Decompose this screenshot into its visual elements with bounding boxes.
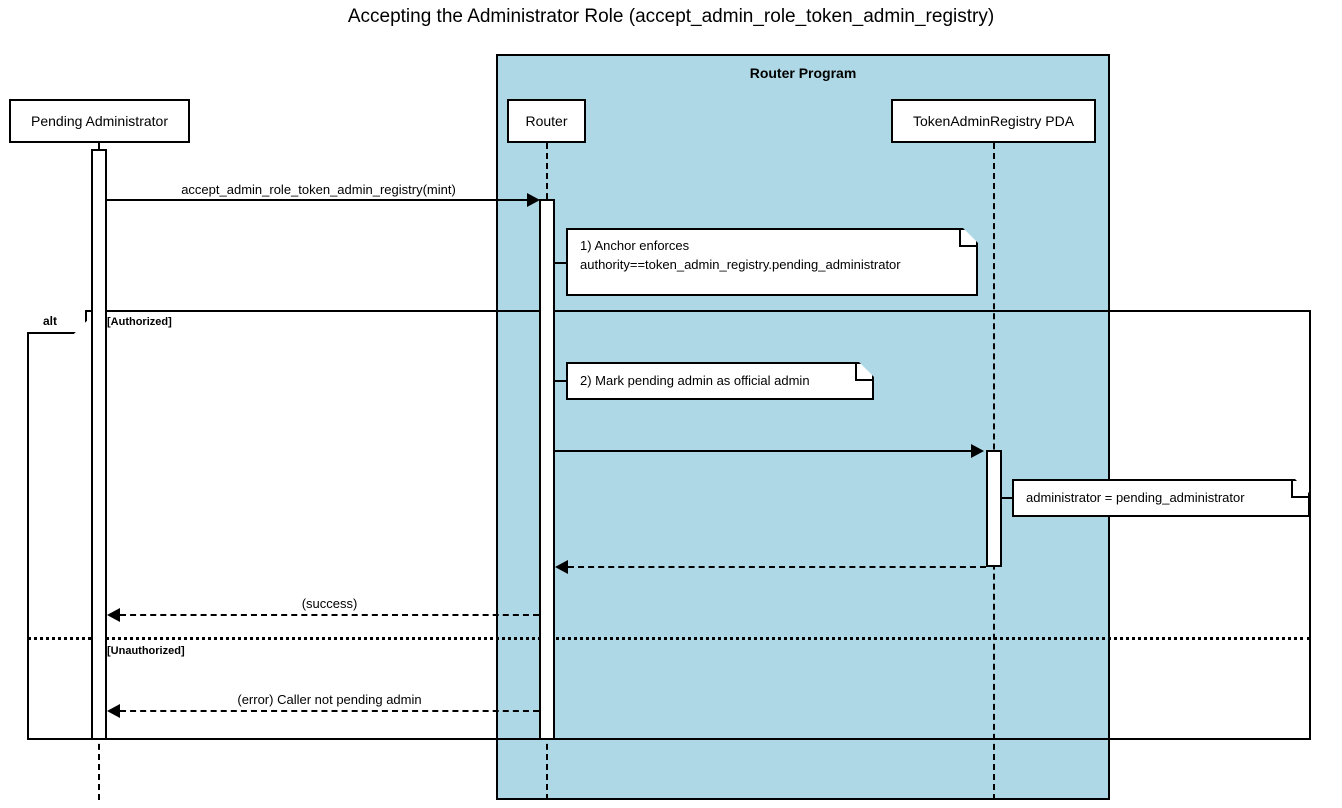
fragment-operator-tag: alt [27, 310, 87, 334]
message-label-m1: accept_admin_role_token_admin_registry(m… [181, 182, 456, 197]
note-line-2: authority==token_admin_registry.pending_… [580, 256, 901, 272]
note-fold-corner-icon [959, 230, 976, 247]
participant-label: TokenAdminRegistry PDA [912, 113, 1075, 129]
message-line-m5 [120, 710, 539, 712]
message-arrowhead-m3 [555, 560, 568, 574]
activation-pending-administrator [91, 149, 107, 740]
activation-token-admin-registry-pda [986, 450, 1002, 567]
message-arrowhead-m4 [107, 608, 120, 622]
note-line-1: 1) Anchor enforces [580, 238, 690, 253]
activation-router [539, 199, 555, 740]
participant-label: Pending Administrator [31, 113, 168, 129]
note-fold-corner-icon [1291, 481, 1308, 498]
note-administrator-assignment: administrator = pending_administrator [1012, 479, 1310, 517]
page-title: Accepting the Administrator Role (accept… [347, 6, 995, 27]
note-fold-corner-icon [855, 364, 872, 381]
message-label-m5: (error) Caller not pending admin [237, 692, 422, 707]
fragment-guard-unauthorized: [Unauthorized] [107, 645, 185, 657]
fragment-operator-label: alt [43, 314, 58, 328]
fragment-alt [27, 310, 1311, 740]
message-line-m1 [107, 199, 530, 201]
message-label-m4: (success) [301, 596, 358, 611]
message-line-m2 [555, 450, 974, 452]
message-arrowhead-m5 [107, 704, 120, 718]
participant-pending-administrator[interactable]: Pending Administrator [9, 99, 190, 143]
participant-router[interactable]: Router [507, 99, 586, 143]
message-line-m3 [568, 566, 986, 568]
group-box-title: Router Program [749, 65, 857, 81]
note-anchor-enforces: 1) Anchor enforces authority==token_admi… [566, 228, 978, 296]
note-connector-2 [555, 380, 567, 382]
message-line-m4 [120, 614, 539, 616]
note-line-1: administrator = pending_administrator [1026, 489, 1245, 505]
note-connector-1 [555, 262, 567, 264]
note-mark-pending-admin: 2) Mark pending admin as official admin [566, 362, 874, 400]
participant-label: Router [525, 113, 568, 129]
message-arrowhead-m2 [971, 444, 984, 458]
note-line-1: 2) Mark pending admin as official admin [580, 372, 810, 388]
participant-token-admin-registry-pda[interactable]: TokenAdminRegistry PDA [891, 99, 1096, 143]
message-arrowhead-m1 [527, 193, 540, 207]
fragment-divider [27, 637, 1311, 640]
fragment-guard-authorized: [Authorized] [107, 316, 172, 328]
note-connector-3 [1002, 497, 1013, 499]
group-box-router-program: Router Program [496, 54, 1110, 800]
